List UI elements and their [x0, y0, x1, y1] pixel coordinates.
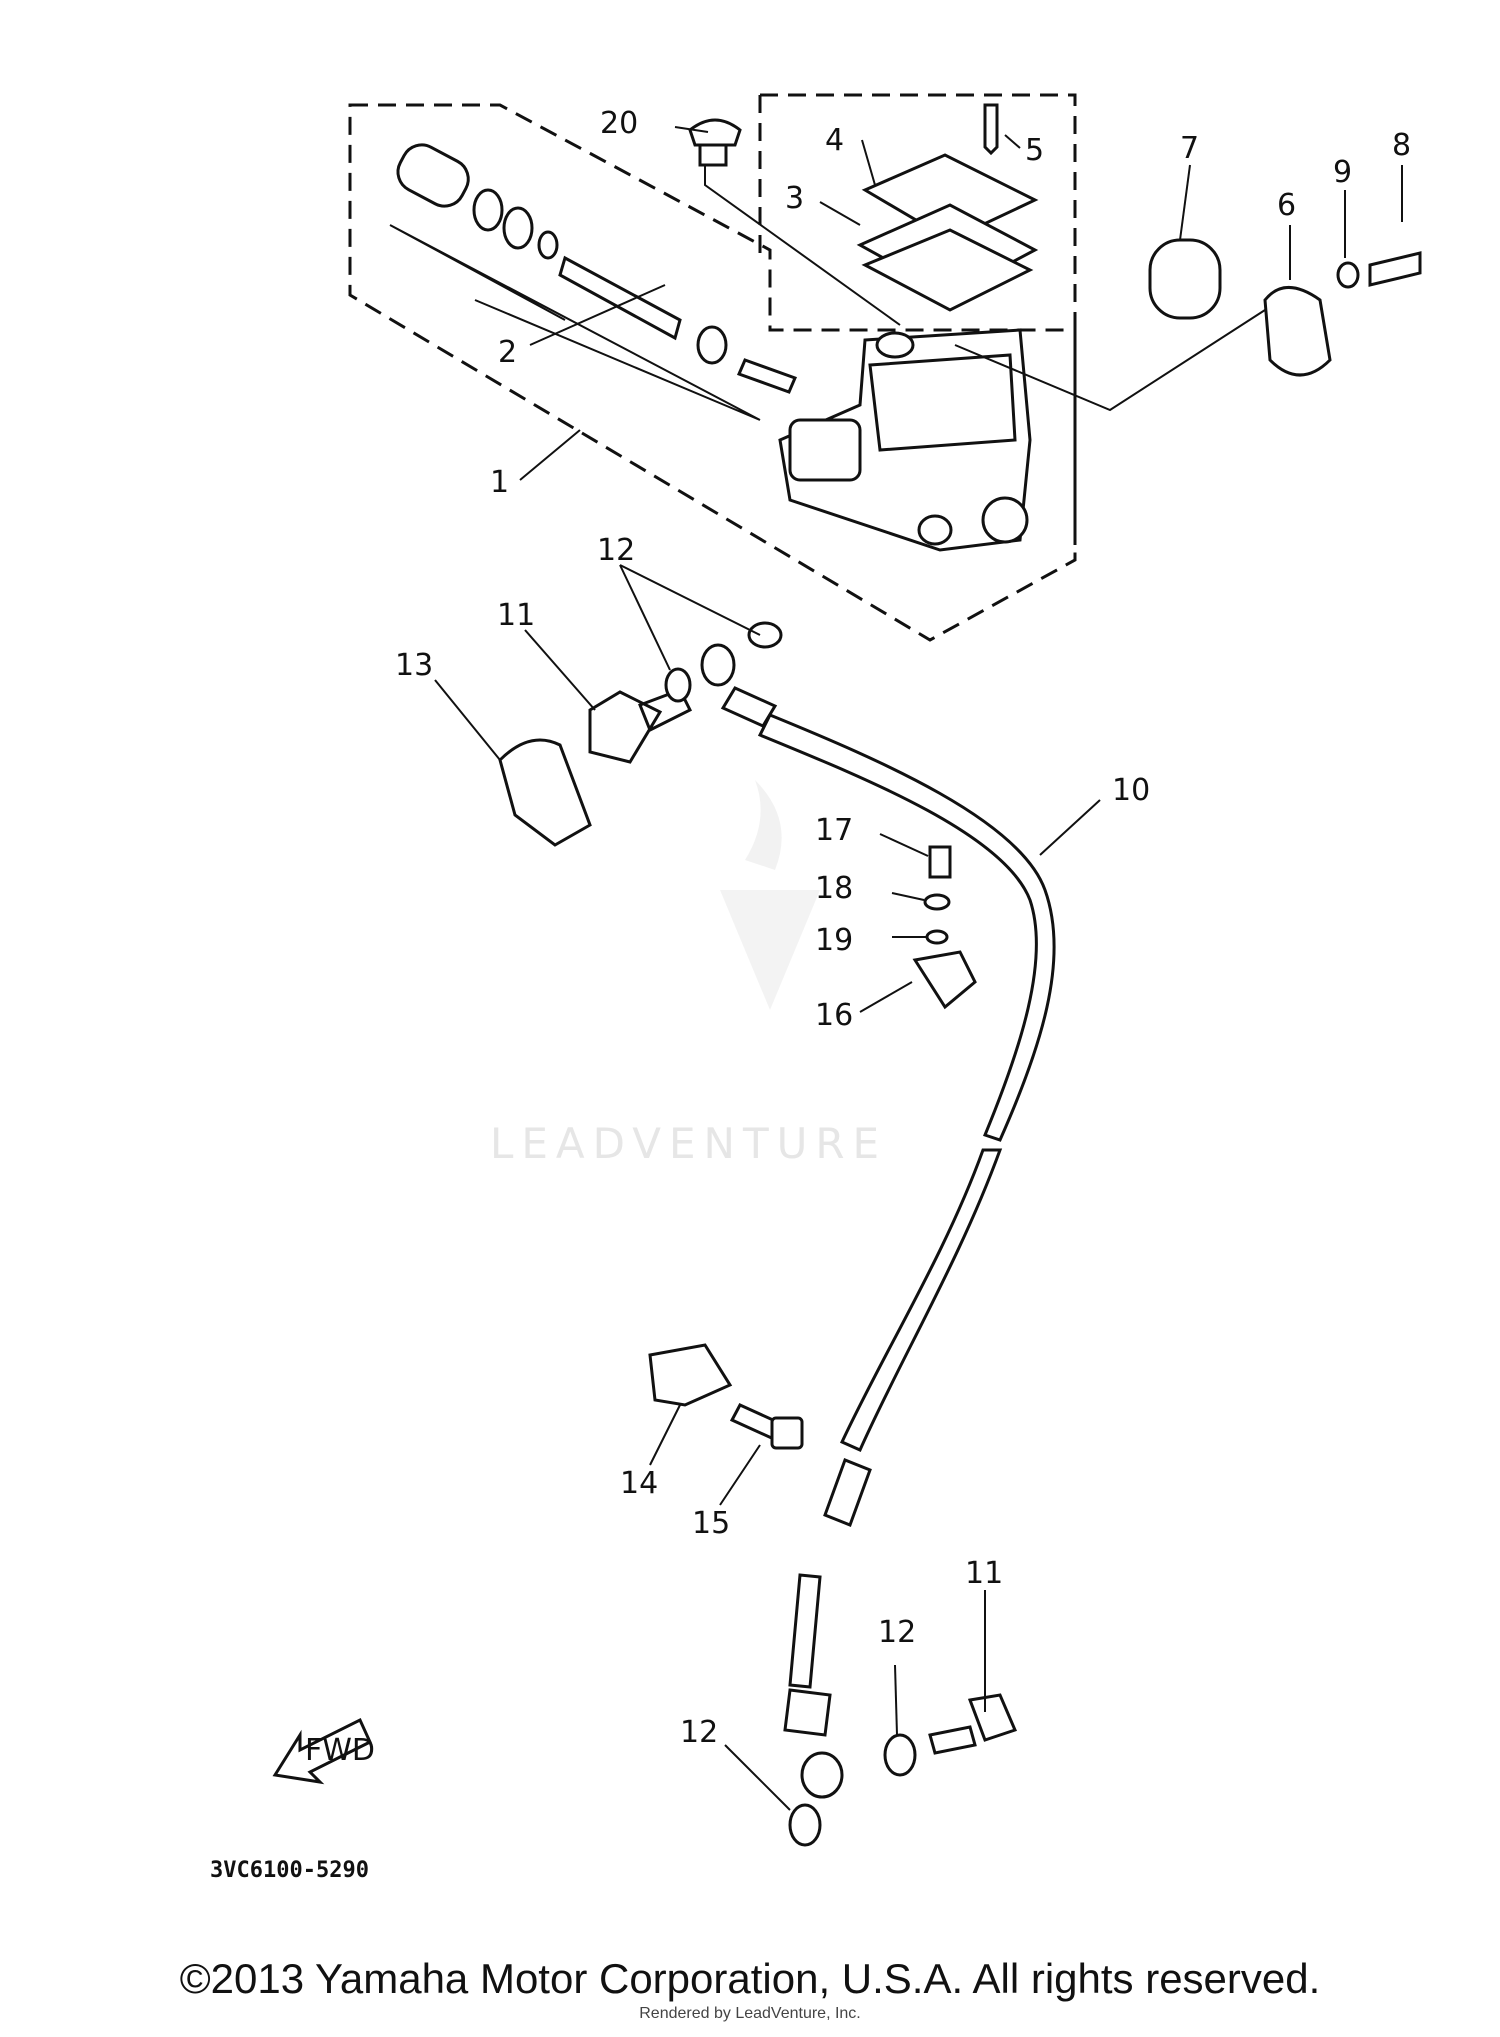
fwd-arrow-icon: FWD — [272, 1717, 375, 1785]
watermark-logo — [720, 780, 820, 1010]
callout-19: 19 — [815, 923, 853, 958]
piston-kit — [389, 143, 798, 421]
callout-11-lower: 11 — [965, 1556, 1003, 1591]
bolt-17 — [928, 845, 952, 879]
leader-lines — [434, 126, 1403, 1811]
callout-3: 3 — [785, 181, 804, 216]
callout-5: 5 — [1025, 133, 1044, 168]
callout-17: 17 — [815, 813, 853, 848]
union-bolt-lower — [928, 1693, 1018, 1755]
copyright-notice: ©2013 Yamaha Motor Corporation, U.S.A. A… — [179, 1955, 1321, 2002]
callout-16: 16 — [815, 998, 853, 1033]
clamp-14 — [648, 1343, 733, 1407]
reservoir-cap — [856, 153, 1039, 312]
callout-13: 13 — [395, 648, 433, 683]
boot-13 — [498, 738, 592, 847]
bolt-15-head — [770, 1416, 804, 1450]
callout-8: 8 — [1392, 128, 1411, 163]
callout-18: 18 — [815, 871, 853, 906]
callout-4: 4 — [825, 123, 844, 158]
callout-1: 1 — [490, 465, 509, 500]
cap-20-neck — [698, 143, 728, 167]
callout-12-upper: 12 — [597, 533, 635, 568]
lever-bracket — [954, 238, 1422, 412]
callout-14: 14 — [620, 1466, 658, 1501]
callout-12-lower-left: 12 — [680, 1715, 718, 1750]
reservoir-outline — [758, 93, 1077, 545]
callout-6: 6 — [1277, 188, 1296, 223]
callout-2: 2 — [498, 335, 517, 370]
callout-12-lower-right: 12 — [878, 1615, 916, 1650]
svg-text:FWD: FWD — [305, 1733, 375, 1768]
cap-20 — [688, 118, 742, 147]
washer-lower-a — [883, 1733, 917, 1777]
callout-11-upper: 11 — [497, 598, 535, 633]
master-cylinder-body — [778, 328, 1032, 552]
rendered-by-credit: Rendered by LeadVenture, Inc. — [639, 2005, 861, 2022]
diagram-code: 3VC6100-5290 — [210, 1858, 369, 1883]
watermark-text: LEADVENTURE — [490, 1119, 887, 1168]
washer-19 — [925, 929, 949, 945]
washer-upper-b — [747, 621, 783, 649]
callout-10: 10 — [1112, 773, 1150, 808]
callout-9: 9 — [1333, 155, 1352, 190]
callout-15: 15 — [692, 1506, 730, 1541]
union-bolt-upper — [588, 688, 693, 764]
washer-upper-a — [664, 667, 692, 703]
clamp-16 — [912, 950, 977, 1010]
washer-lower-b — [788, 1803, 822, 1847]
callout-20: 20 — [600, 106, 638, 141]
callout-7: 7 — [1180, 131, 1199, 166]
washer-18 — [923, 893, 951, 911]
screw-5 — [983, 103, 999, 156]
brake-hose — [700, 643, 1056, 1799]
